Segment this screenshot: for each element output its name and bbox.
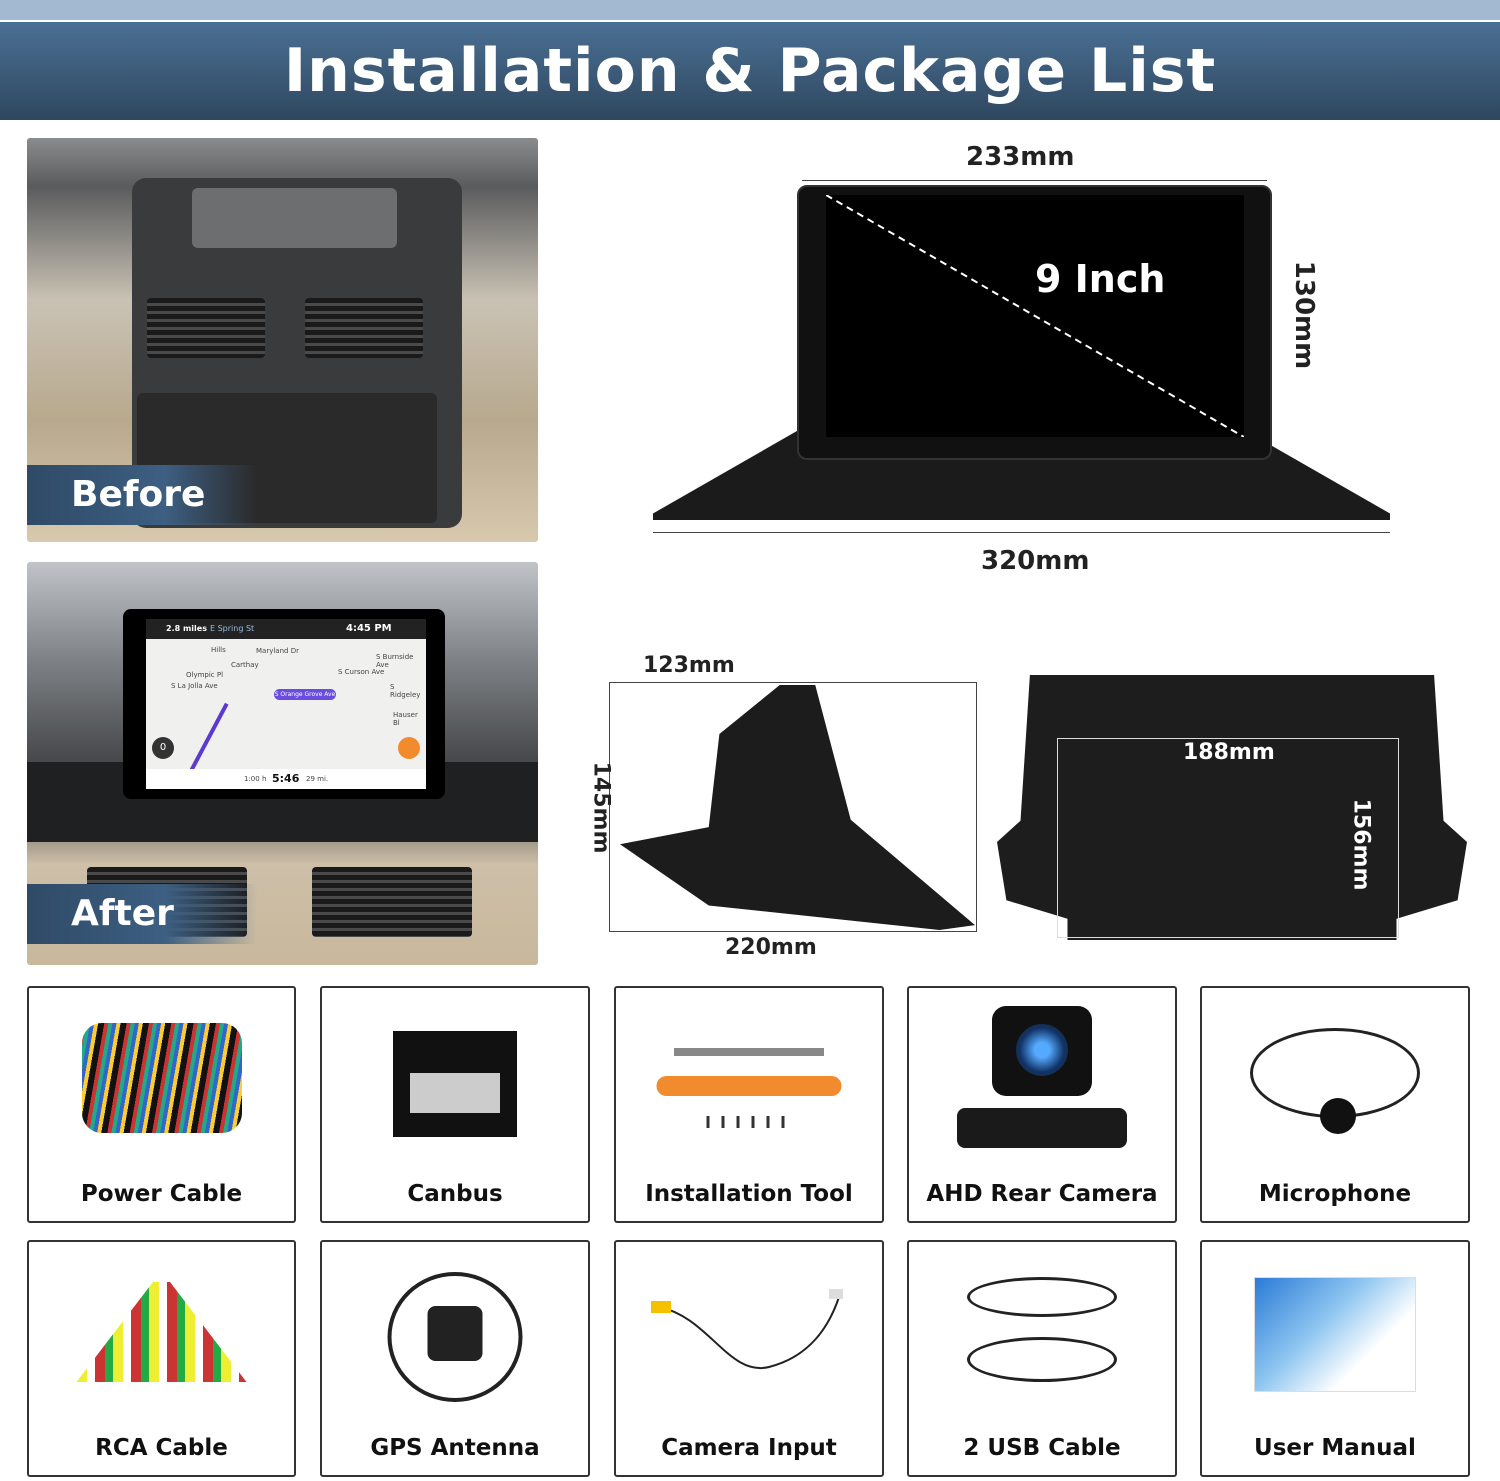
screws-icon bbox=[706, 1116, 792, 1128]
usb-cable-icon bbox=[967, 1277, 1117, 1317]
package-item-rca-cable: RCA Cable bbox=[27, 1240, 296, 1477]
package-item-user-manual: User Manual bbox=[1200, 1240, 1470, 1477]
package-item-installation-tool: Installation Tool bbox=[614, 986, 884, 1223]
dimension-line bbox=[802, 180, 1267, 181]
package-item-power-cable: Power Cable bbox=[27, 986, 296, 1223]
screen-diagonal bbox=[826, 195, 1244, 437]
map-street: S La Jolla Ave bbox=[171, 682, 218, 690]
package-label: Canbus bbox=[407, 1181, 503, 1207]
top-band bbox=[0, 0, 1500, 20]
camera-bracket-icon bbox=[957, 1108, 1127, 1148]
package-label: Microphone bbox=[1258, 1181, 1412, 1207]
eta-bar: 1:00 h 5:46 29 mi. bbox=[146, 769, 426, 789]
canbus-box-icon bbox=[393, 1031, 517, 1137]
package-label: Power Cable bbox=[80, 1181, 243, 1207]
route-label: S Orange Grove Ave bbox=[274, 689, 336, 700]
screen-size-label: 9 Inch bbox=[1035, 257, 1166, 301]
microphone-head-icon bbox=[1320, 1098, 1356, 1134]
speedometer: 0 bbox=[152, 737, 174, 759]
screen-width-label: 233mm bbox=[966, 142, 1075, 172]
manual-icon bbox=[1254, 1277, 1416, 1392]
radio-screen: 9 Inch bbox=[797, 185, 1272, 460]
usb-cable-icon bbox=[967, 1337, 1117, 1382]
map-street: S Curson Ave bbox=[338, 668, 385, 676]
side-height-label: 145mm bbox=[588, 761, 614, 854]
map-street: Hauser Bl bbox=[393, 711, 418, 727]
dimension-line bbox=[653, 532, 1390, 533]
nav-street: E Spring St bbox=[210, 624, 255, 633]
back-view-box bbox=[1057, 738, 1399, 938]
package-label: Camera Input bbox=[661, 1435, 837, 1461]
package-label: Installation Tool bbox=[645, 1181, 853, 1207]
package-label: AHD Rear Camera bbox=[926, 1181, 1158, 1207]
map-street: Hills bbox=[211, 646, 226, 654]
package-item-canbus: Canbus bbox=[320, 986, 590, 1223]
back-width-label: 188mm bbox=[1183, 740, 1275, 765]
map-street: S Ridgeley bbox=[390, 683, 421, 699]
route-line bbox=[187, 702, 229, 776]
map-street: Olympic Pl bbox=[186, 671, 224, 679]
air-vent-left bbox=[147, 298, 265, 358]
screen-height-label: 130mm bbox=[1289, 260, 1320, 370]
power-cable-icon bbox=[81, 1023, 242, 1133]
nav-bar bbox=[146, 619, 426, 639]
map-street: S Burnside Ave bbox=[376, 653, 414, 669]
frame-width-label: 320mm bbox=[981, 546, 1090, 576]
package-label: GPS Antenna bbox=[370, 1435, 540, 1461]
map-street: Maryland Dr bbox=[256, 647, 299, 655]
dashboard-display-bay bbox=[192, 188, 397, 248]
side-depth-label: 220mm bbox=[725, 935, 817, 960]
page-title: Installation & Package List bbox=[283, 36, 1217, 106]
eta-distance: 29 mi. bbox=[306, 775, 329, 783]
before-label: Before bbox=[27, 465, 257, 525]
package-label: RCA Cable bbox=[95, 1435, 228, 1461]
nav-distance: 2.8 miles bbox=[166, 624, 207, 633]
rca-cable-icon bbox=[76, 1282, 247, 1382]
after-photo: 2.8 miles E Spring St 4:45 PM Maryland D… bbox=[27, 562, 538, 965]
package-item-usb-cable: 2 USB Cable bbox=[907, 1240, 1177, 1477]
air-vent-right bbox=[312, 867, 472, 937]
package-item-camera-input: Camera Input bbox=[614, 1240, 884, 1477]
report-button-icon bbox=[398, 737, 420, 759]
header-banner: Installation & Package List bbox=[0, 22, 1500, 120]
eta-time: 5:46 bbox=[272, 772, 300, 785]
camera-input-cable-icon bbox=[651, 1289, 843, 1370]
package-label: 2 USB Cable bbox=[963, 1435, 1121, 1461]
eta-duration: 1:00 h bbox=[244, 775, 267, 783]
package-item-gps-antenna: GPS Antenna bbox=[320, 1240, 590, 1477]
navigation-map: 2.8 miles E Spring St 4:45 PM Maryland D… bbox=[146, 619, 426, 789]
before-photo: Before bbox=[27, 138, 538, 542]
air-vent-right bbox=[305, 298, 423, 358]
back-view-frame bbox=[997, 675, 1467, 940]
back-height-label: 156mm bbox=[1348, 798, 1374, 891]
after-label: After bbox=[27, 884, 257, 944]
gps-antenna-icon bbox=[387, 1272, 523, 1402]
pry-tool-icon bbox=[656, 1076, 842, 1096]
head-unit-screen: 2.8 miles E Spring St 4:45 PM Maryland D… bbox=[123, 609, 445, 799]
screwdriver-icon bbox=[674, 1048, 824, 1056]
side-top-label: 123mm bbox=[643, 653, 735, 678]
map-street: Carthay bbox=[231, 661, 259, 669]
package-item-microphone: Microphone bbox=[1200, 986, 1470, 1223]
camera-icon bbox=[992, 1006, 1092, 1096]
package-label: User Manual bbox=[1254, 1435, 1416, 1461]
status-time: 4:45 PM bbox=[346, 623, 392, 634]
side-view-box bbox=[609, 682, 977, 932]
package-item-rear-camera: AHD Rear Camera bbox=[907, 986, 1177, 1223]
